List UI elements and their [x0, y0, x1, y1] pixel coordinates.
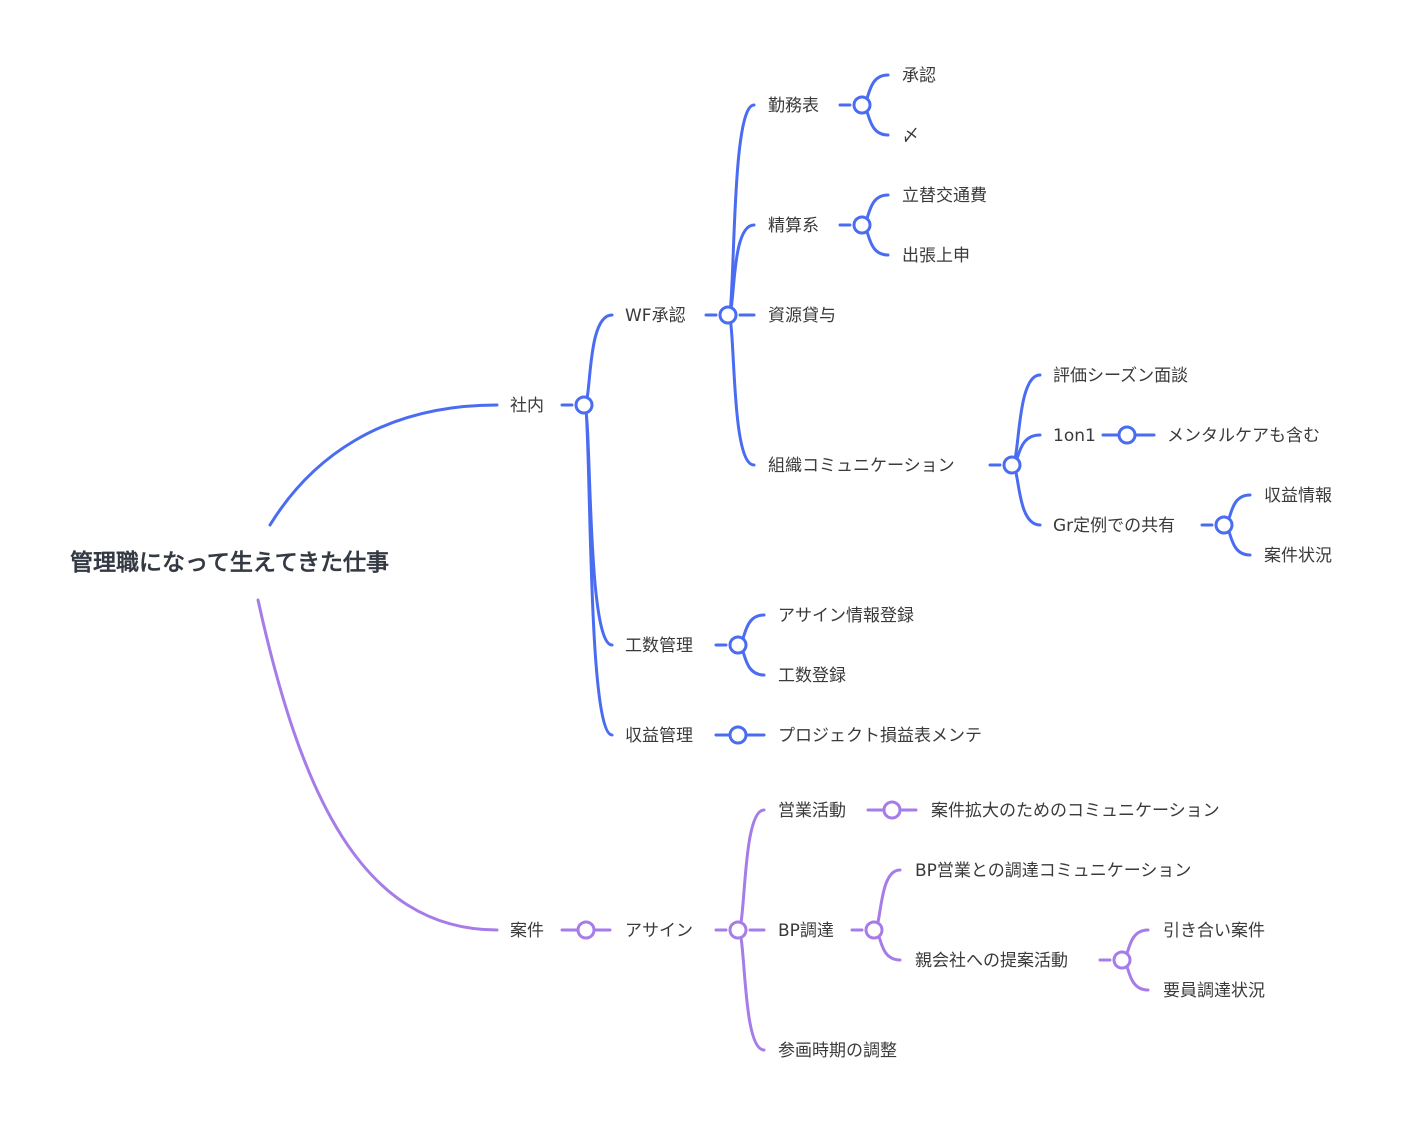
root-topic[interactable]: 管理職になって生えてきた仕事	[70, 549, 389, 576]
node-shueki-kanri[interactable]: 収益管理	[625, 726, 693, 746]
collapse-toggle-shanai[interactable]	[574, 395, 594, 415]
node-gr[interactable]: Gr定例での共有	[1053, 516, 1175, 536]
collapse-toggle-assign[interactable]	[728, 920, 748, 940]
node-bp[interactable]: BP調達	[778, 921, 834, 941]
node-soshiki[interactable]: 組織コミュニケーション	[768, 456, 955, 476]
node-assign-joho[interactable]: アサイン情報登録	[778, 606, 914, 626]
node-shonin[interactable]: 承認	[902, 66, 936, 86]
node-assign[interactable]: アサイン	[625, 921, 693, 941]
connector-shanai-shueki	[582, 403, 614, 737]
collapse-toggle-kosu[interactable]	[728, 635, 748, 655]
node-tatekae[interactable]: 立替交通費	[902, 186, 987, 206]
collapse-toggle-bp[interactable]	[864, 920, 884, 940]
node-eigyo[interactable]: 営業活動	[778, 801, 846, 821]
node-bp-eigyo[interactable]: BP営業との調達コミュニケーション	[915, 861, 1191, 881]
connector-root-anken	[256, 598, 499, 932]
connector-shanai-wf	[582, 313, 614, 407]
node-1on1[interactable]: 1on1	[1053, 426, 1096, 446]
collapse-toggle-soshiki[interactable]	[1002, 455, 1022, 475]
node-seisan[interactable]: 精算系	[768, 216, 819, 236]
node-anken[interactable]: 案件	[510, 921, 544, 941]
connector-assign-sankaku	[736, 928, 766, 1052]
collapse-toggle-wf[interactable]	[718, 305, 738, 325]
collapse-toggle-gr[interactable]	[1214, 515, 1234, 535]
node-shime[interactable]: 〆	[902, 126, 919, 146]
node-kinmuhyo[interactable]: 勤務表	[768, 96, 819, 116]
node-kosu[interactable]: 工数管理	[625, 636, 693, 656]
collapse-toggle-seisan[interactable]	[852, 215, 872, 235]
node-hikiai[interactable]: 引き合い案件	[1163, 921, 1265, 941]
collapse-toggle-kinmuhyo[interactable]	[852, 95, 872, 115]
node-shueki-joho[interactable]: 収益情報	[1264, 486, 1332, 506]
connector-soshiki-gr	[1010, 463, 1042, 527]
node-shanai[interactable]: 社内	[510, 396, 544, 416]
node-pj-sonneki[interactable]: プロジェクト損益表メンテ	[778, 726, 982, 746]
connector-soshiki-hyoka	[1010, 373, 1042, 467]
connector-assign-eigyo	[736, 808, 766, 932]
connector-wf-kinmuhyo	[726, 103, 756, 317]
connector-bp-eigyo	[872, 868, 902, 932]
node-anken-jokyo[interactable]: 案件状況	[1264, 546, 1332, 566]
collapse-toggle-eigyo[interactable]	[882, 800, 902, 820]
node-hyoka[interactable]: 評価シーズン面談	[1053, 366, 1188, 386]
node-oyagaisha[interactable]: 親会社への提案活動	[915, 951, 1068, 971]
node-wf[interactable]: WF承認	[625, 306, 686, 326]
connector-wf-soshiki	[726, 313, 756, 467]
node-shutcho[interactable]: 出張上申	[902, 246, 970, 266]
node-yoin[interactable]: 要員調達状況	[1163, 981, 1265, 1001]
collapse-toggle-shueki[interactable]	[728, 725, 748, 745]
node-sankaku[interactable]: 参画時期の調整	[778, 1041, 897, 1061]
collapse-toggle-anken[interactable]	[576, 920, 596, 940]
node-kosu-toroku[interactable]: 工数登録	[778, 666, 846, 686]
collapse-toggle-oyagaisha[interactable]	[1112, 950, 1132, 970]
node-anken-kakudai[interactable]: 案件拡大のためのコミュニケーション	[931, 801, 1220, 821]
collapse-toggle-1on1[interactable]	[1117, 425, 1137, 445]
node-shigen[interactable]: 資源貸与	[768, 306, 836, 326]
node-mental[interactable]: メンタルケアも含む	[1167, 426, 1320, 446]
connector-root-shanai	[268, 403, 499, 527]
